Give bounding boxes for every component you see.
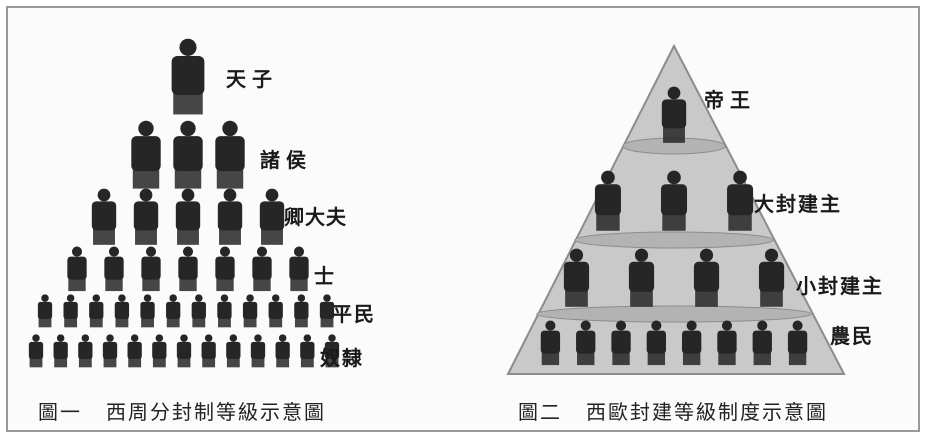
figure-right-row2-0: [563, 248, 590, 307]
figure-left-row4-6: [191, 294, 206, 328]
figure-left-row4-1: [63, 294, 78, 328]
tier-divider-1: [574, 231, 774, 249]
left-caption: 圖一西周分封制等級示意圖: [38, 396, 326, 425]
figure-left-row5-5: [152, 334, 167, 368]
figure-left-row2-4: [259, 188, 285, 245]
figure-left-row4-9: [268, 294, 283, 328]
figure-left-row5-3: [102, 334, 118, 368]
figure-right-row1-1: [660, 170, 688, 231]
figure-left-row5-6: [176, 334, 192, 368]
figure-left-row3-1: [104, 246, 124, 292]
right-caption: 圖二西歐封建等級制度示意圖: [518, 396, 828, 425]
figure-left-row4-3: [114, 294, 130, 328]
figure-left-row3-5: [252, 246, 272, 292]
figure-left-row3-4: [215, 246, 235, 292]
figure-left-row5-12: [324, 334, 340, 368]
figure-left-row5-2: [78, 334, 93, 368]
figure-left-row2-1: [133, 188, 159, 245]
tier-divider-2: [536, 305, 812, 323]
figure-right-row3-3: [646, 320, 667, 366]
figure-left-row2-0: [91, 188, 117, 245]
figure-left-row5-0: [28, 334, 44, 368]
level-label-nongmin: 農民: [830, 324, 874, 348]
figure-right-row3-4: [681, 320, 702, 366]
figure-right-row1-2: [727, 170, 754, 231]
figure-left-row5-4: [127, 334, 142, 368]
figure-left-row4-10: [294, 294, 309, 328]
level-label-pingmin: 平民: [332, 302, 376, 326]
left-figures-svg: [28, 38, 340, 368]
figure-right-row2-2: [693, 248, 720, 307]
level-label-qingdafu: 卿大夫: [284, 205, 347, 229]
figure-right-row2-1: [628, 248, 655, 307]
right-caption-title: 西歐封建等級制度示意圖: [586, 400, 828, 424]
figure-left-row4-11: [319, 294, 335, 328]
figure-right-row1-0: [594, 170, 621, 231]
left-diagram: 天子 諸侯 卿大夫 士 平民 奴隸 圖一西周分封制等級示意圖: [8, 8, 478, 434]
level-label-diwang: 帝王: [704, 88, 756, 112]
figure-right-row3-5: [717, 320, 737, 366]
figure-left-row1-1: [173, 120, 203, 189]
figure-right-row0-0: [661, 86, 687, 143]
figure-left-row4-8: [242, 294, 258, 328]
figure-left-row1-0: [131, 120, 161, 189]
figure-right-row3-7: [787, 320, 808, 366]
left-caption-title: 西周分封制等級示意圖: [106, 400, 326, 424]
level-label-xiaofengjianzhu: 小封建主: [796, 274, 884, 298]
figure-left-row4-0: [37, 294, 53, 328]
figure-left-row5-7: [201, 334, 216, 368]
figure-right-row3-1: [576, 320, 596, 366]
right-pyramid-svg: [506, 43, 846, 375]
figure-left-row5-11: [300, 334, 315, 368]
figure-left-row5-8: [226, 334, 241, 368]
level-label-dafengjianzhu: 大封建主: [754, 192, 842, 216]
level-label-nuli: 奴隸: [320, 346, 364, 370]
left-caption-number: 圖一: [38, 400, 82, 424]
figure-left-row5-9: [250, 334, 266, 368]
figure-left-row3-2: [141, 246, 161, 292]
figure-left-row1-2: [215, 120, 245, 189]
figure-left-row3-6: [289, 246, 309, 292]
level-label-tianzi: 天子: [226, 67, 278, 91]
figure-left-row4-5: [166, 294, 181, 328]
figure-left-row4-7: [217, 294, 232, 328]
figure-left-row5-10: [275, 334, 290, 368]
right-caption-number: 圖二: [518, 400, 562, 424]
figure-right-row3-2: [611, 320, 631, 366]
figure-left-row4-4: [140, 294, 155, 328]
figure-left-row3-3: [178, 246, 198, 292]
level-label-shi: 士: [314, 264, 340, 288]
figure-left-row0-0: [171, 38, 205, 115]
right-diagram: 帝王 大封建主 小封建主 農民 圖二西歐封建等級制度示意圖: [478, 8, 922, 434]
figure-right-row3-6: [752, 320, 772, 366]
figure-left-row3-0: [67, 246, 87, 292]
figure-right-row3-0: [540, 320, 561, 366]
figure-frame: 天子 諸侯 卿大夫 士 平民 奴隸 圖一西周分封制等級示意圖 帝王 大封建主 小…: [6, 6, 920, 432]
figure-left-row2-2: [175, 188, 201, 245]
level-label-zhuhou: 諸侯: [260, 148, 312, 172]
figure-left-row5-1: [53, 334, 68, 368]
figure-right-row2-3: [758, 248, 785, 307]
figure-left-row2-3: [217, 188, 243, 245]
figure-left-row4-2: [89, 294, 104, 328]
